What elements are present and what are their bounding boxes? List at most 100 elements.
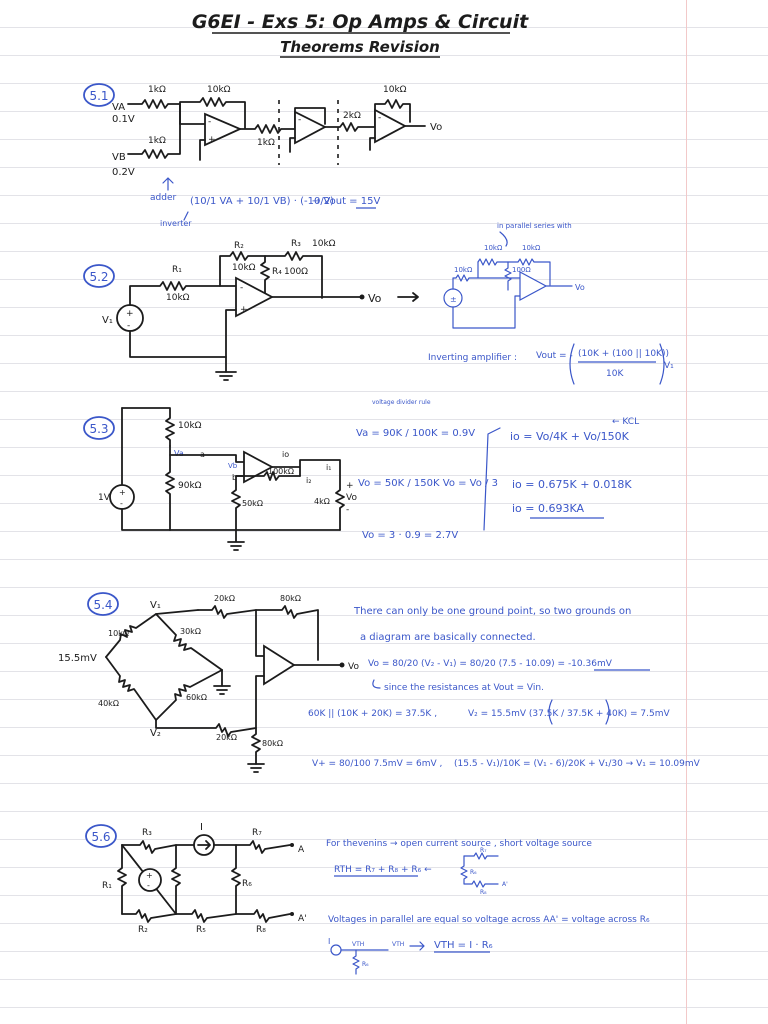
svg-text:1V: 1V — [98, 493, 111, 503]
svg-text:io = Vo/4K + Vo/150K: io = Vo/4K + Vo/150K — [510, 430, 630, 443]
svg-text:a diagram are basically connec: a diagram are basically connected. — [360, 632, 536, 643]
svg-text:VTH: VTH — [352, 941, 364, 948]
svg-text:inverter: inverter — [160, 219, 192, 228]
svg-text:80kΩ: 80kΩ — [280, 594, 301, 603]
svg-text:60K || (10K + 20K) = 37.5K ,: 60K || (10K + 20K) = 37.5K , — [308, 709, 437, 719]
svg-text:-: - — [208, 117, 211, 127]
svg-text:100Ω: 100Ω — [284, 267, 308, 277]
svg-text:10K: 10K — [606, 369, 624, 379]
svg-text:10kΩ: 10kΩ — [522, 244, 541, 252]
svg-text:20kΩ: 20kΩ — [216, 733, 237, 742]
svg-text:Vo: Vo — [348, 662, 359, 672]
svg-text:Vb: Vb — [228, 462, 238, 470]
svg-text:2kΩ: 2kΩ — [343, 111, 361, 121]
svg-text:I: I — [200, 822, 203, 833]
svg-text:20kΩ: 20kΩ — [214, 594, 235, 603]
svg-text:(10/1 VA + 10/1 VB) · (-10/2): (10/1 VA + 10/1 VB) · (-10/2) — [190, 196, 334, 207]
svg-text:voltage divider rule: voltage divider rule — [372, 399, 431, 406]
svg-text:+: + — [146, 871, 153, 880]
svg-text:Va: Va — [174, 449, 184, 458]
svg-text:4kΩ: 4kΩ — [314, 497, 330, 506]
svg-text:-: - — [298, 115, 301, 125]
svg-text:90kΩ: 90kΩ — [178, 481, 202, 491]
svg-text:io = 0.675K + 0.018K: io = 0.675K + 0.018K — [512, 478, 632, 491]
svg-text:Inverting amplifier :: Inverting amplifier : — [428, 353, 517, 363]
svg-text:0.1V: 0.1V — [112, 114, 135, 125]
svg-text:R₇: R₇ — [480, 847, 487, 854]
svg-text:VTH: VTH — [392, 941, 404, 948]
svg-text:10kΩ: 10kΩ — [178, 421, 202, 431]
svg-text:10kΩ: 10kΩ — [207, 85, 231, 95]
svg-text:1kΩ: 1kΩ — [257, 138, 275, 148]
badge-5-4: 5.4 — [93, 598, 112, 612]
svg-text:since the resistances at Vout: since the resistances at Vout = Vin. — [384, 683, 544, 693]
svg-text:R₄: R₄ — [272, 267, 282, 277]
svg-text:I: I — [328, 937, 330, 946]
svg-text:-: - — [147, 881, 150, 890]
svg-text:→ Vout = 15V: → Vout = 15V — [312, 196, 380, 207]
svg-text:R₃: R₃ — [142, 828, 152, 838]
svg-text:60kΩ: 60kΩ — [186, 693, 207, 702]
svg-text:-: - — [240, 283, 243, 293]
svg-text:in parallel series with: in parallel series with — [497, 222, 572, 230]
section-5-2: 5.2 + - V₁ R₁ 10kΩ R₂ 10kΩ R₃ 10kΩ R₄ 10… — [83, 222, 674, 385]
svg-text:VB: VB — [112, 152, 126, 163]
svg-text:100Ω: 100Ω — [512, 266, 531, 274]
svg-text:adder: adder — [150, 193, 176, 203]
svg-text:Va = 90K / 100K = 0.9V: Va = 90K / 100K = 0.9V — [356, 428, 475, 439]
svg-text:+: + — [240, 305, 248, 315]
svg-text:R₃: R₃ — [291, 239, 301, 249]
svg-text:VA: VA — [112, 102, 125, 113]
svg-text:Vo = 50K / 150K Vo = Vo / 3: Vo = 50K / 150K Vo = Vo / 3 — [358, 478, 498, 489]
svg-text:50kΩ: 50kΩ — [242, 499, 263, 508]
svg-text:R₅: R₅ — [196, 925, 206, 935]
svg-text:Vout = -: Vout = - — [536, 351, 573, 361]
svg-text:V₁: V₁ — [102, 315, 113, 326]
svg-text:-: - — [346, 505, 349, 515]
title-line-1: G6EI - Exs 5: Op Amps & Circuit — [192, 11, 529, 33]
svg-text:40kΩ: 40kΩ — [98, 699, 119, 708]
svg-text:0.2V: 0.2V — [112, 167, 135, 178]
svg-text:Voltages in parallel are equal: Voltages in parallel are equal so voltag… — [328, 915, 650, 925]
svg-text:V+ = 80/100 7.5mV = 6mV ,: V+ = 80/100 7.5mV = 6mV , — [312, 759, 442, 769]
svg-text:10kΩ: 10kΩ — [312, 239, 336, 249]
svg-text:R₆: R₆ — [242, 879, 252, 889]
svg-text:-: - — [378, 113, 381, 123]
svg-text:R₂: R₂ — [138, 925, 148, 935]
svg-text:io = 0.693KA: io = 0.693KA — [512, 502, 585, 515]
svg-text:VTH = I · R₆: VTH = I · R₆ — [434, 940, 493, 951]
svg-text:+: + — [346, 481, 354, 491]
badge-5-1: 5.1 — [89, 89, 108, 103]
svg-text:30kΩ: 30kΩ — [180, 627, 201, 636]
badge-5-2: 5.2 — [89, 270, 108, 284]
svg-text:1kΩ: 1kΩ — [148, 85, 166, 95]
svg-text:i₂: i₂ — [306, 476, 311, 485]
svg-text:io: io — [282, 450, 289, 459]
svg-text:A': A' — [298, 914, 307, 924]
svg-text:100kΩ: 100kΩ — [268, 467, 294, 476]
svg-text:Vo: Vo — [346, 493, 357, 503]
svg-text:±: ± — [450, 295, 457, 304]
svg-text:R₆: R₆ — [362, 961, 369, 968]
svg-text:-: - — [127, 321, 130, 331]
svg-text:There can only be one ground p: There can only be one ground point, so t… — [353, 606, 631, 617]
svg-text:Vo = 80/20 (V₂ - V₁) = 80/20 (: Vo = 80/20 (V₂ - V₁) = 80/20 (7.5 - 10.0… — [368, 659, 613, 669]
svg-text:10kΩ: 10kΩ — [484, 244, 503, 252]
svg-text:(10K + (100 || 10K)): (10K + (100 || 10K)) — [578, 349, 669, 359]
svg-text:10kΩ: 10kΩ — [232, 263, 256, 273]
svg-text:Vo: Vo — [430, 122, 442, 133]
svg-text:+: + — [119, 488, 126, 497]
svg-text:i₁: i₁ — [326, 463, 331, 472]
svg-text:A': A' — [502, 881, 508, 888]
svg-text:R₂: R₂ — [234, 241, 244, 251]
svg-text:V₁: V₁ — [664, 361, 674, 371]
section-5-4: 5.4 15.5mV V₁ V₂ 10kΩ 40kΩ 30kΩ 60kΩ 20k… — [58, 592, 701, 773]
svg-text:+: + — [126, 309, 134, 319]
margin-line — [686, 0, 687, 1024]
svg-text:Vo: Vo — [575, 283, 585, 292]
svg-text:V₂: V₂ — [150, 728, 161, 739]
section-5-3: 5.3 10kΩ 90kΩ Va a + - 1V Vb b 50kΩ 100k… — [83, 399, 639, 551]
svg-text:15.5mV: 15.5mV — [58, 653, 97, 664]
